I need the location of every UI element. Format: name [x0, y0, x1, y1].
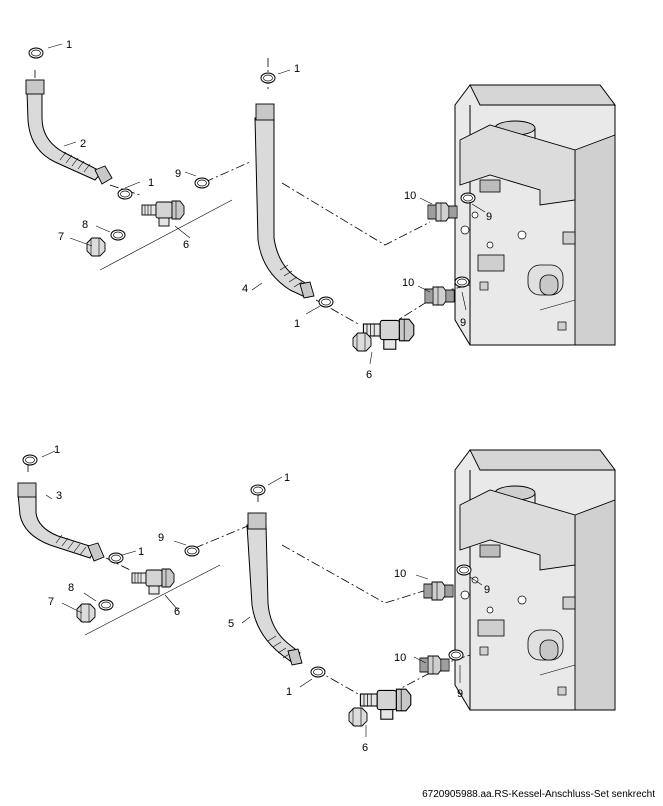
plug — [352, 332, 372, 352]
part-label: 6 — [183, 239, 189, 251]
part-label: 9 — [175, 168, 181, 180]
part-label: 10 — [404, 190, 416, 202]
hose-2 — [25, 79, 113, 185]
sealing-ring — [318, 296, 334, 308]
tee-fitting — [131, 568, 175, 595]
bottom-view: 1 1 3 1 9 10 9 8 7 6 5 10 1 9 6 — [17, 444, 616, 754]
sealing-ring — [184, 545, 200, 557]
hose-3 — [17, 482, 105, 562]
part-label: 6 — [366, 369, 372, 381]
sealing-ring — [310, 666, 326, 678]
part-label: 1 — [294, 318, 300, 330]
part-label: 1 — [284, 472, 290, 484]
sealing-ring — [194, 177, 210, 189]
sealing-ring — [108, 552, 124, 564]
part-label: 1 — [54, 444, 60, 456]
part-label: 4 — [242, 283, 248, 295]
hose-4 — [254, 103, 315, 299]
part-label: 7 — [58, 231, 64, 243]
threaded-nipple — [424, 286, 455, 306]
part-label: 8 — [68, 582, 74, 594]
sealing-ring — [98, 599, 114, 611]
part-label: 1 — [294, 63, 300, 75]
sealing-ring — [250, 484, 266, 496]
part-label: 9 — [486, 211, 492, 223]
part-label: 3 — [56, 490, 62, 502]
sealing-ring — [260, 72, 276, 84]
sealing-ring — [110, 229, 126, 241]
threaded-nipple — [419, 655, 450, 675]
part-label: 6 — [362, 742, 368, 754]
centerline — [34, 58, 269, 196]
part-label: 9 — [158, 532, 164, 544]
top-view: 1 1 2 1 9 10 9 8 7 6 4 10 9 1 6 — [25, 39, 616, 381]
sealing-ring — [456, 564, 472, 576]
part-label: 10 — [402, 277, 414, 289]
part-label: 1 — [66, 39, 72, 51]
boiler-block — [454, 84, 616, 346]
tee-fitting — [359, 688, 412, 720]
tee-fitting — [141, 200, 185, 227]
part-label: 9 — [484, 584, 490, 596]
part-label: 10 — [394, 568, 406, 580]
part-label: 6 — [174, 606, 180, 618]
part-label: 8 — [82, 219, 88, 231]
sealing-ring — [28, 47, 44, 59]
sealing-ring — [22, 454, 38, 466]
plug — [348, 707, 368, 727]
part-label: 9 — [457, 688, 463, 700]
part-label: 5 — [228, 618, 234, 630]
sealing-ring — [460, 192, 476, 204]
sealing-ring — [117, 188, 133, 200]
plug — [86, 237, 106, 257]
part-label: 1 — [148, 177, 154, 189]
boiler-block — [454, 449, 616, 711]
figure-caption: 6720905988.aa.RS-Kessel-Anschluss-Set se… — [422, 789, 655, 800]
part-label: 9 — [460, 317, 466, 329]
hose-5 — [246, 512, 303, 666]
part-label: 7 — [48, 596, 54, 608]
part-label: 2 — [80, 138, 86, 150]
threaded-nipple — [423, 581, 454, 601]
sealing-ring — [448, 649, 464, 661]
part-label: 1 — [138, 546, 144, 558]
part-label: 10 — [394, 652, 406, 664]
centerline — [204, 161, 431, 246]
part-label: 1 — [286, 686, 292, 698]
sealing-ring — [454, 276, 470, 288]
threaded-nipple — [427, 202, 458, 222]
plug — [76, 603, 96, 623]
centerline — [194, 524, 431, 604]
